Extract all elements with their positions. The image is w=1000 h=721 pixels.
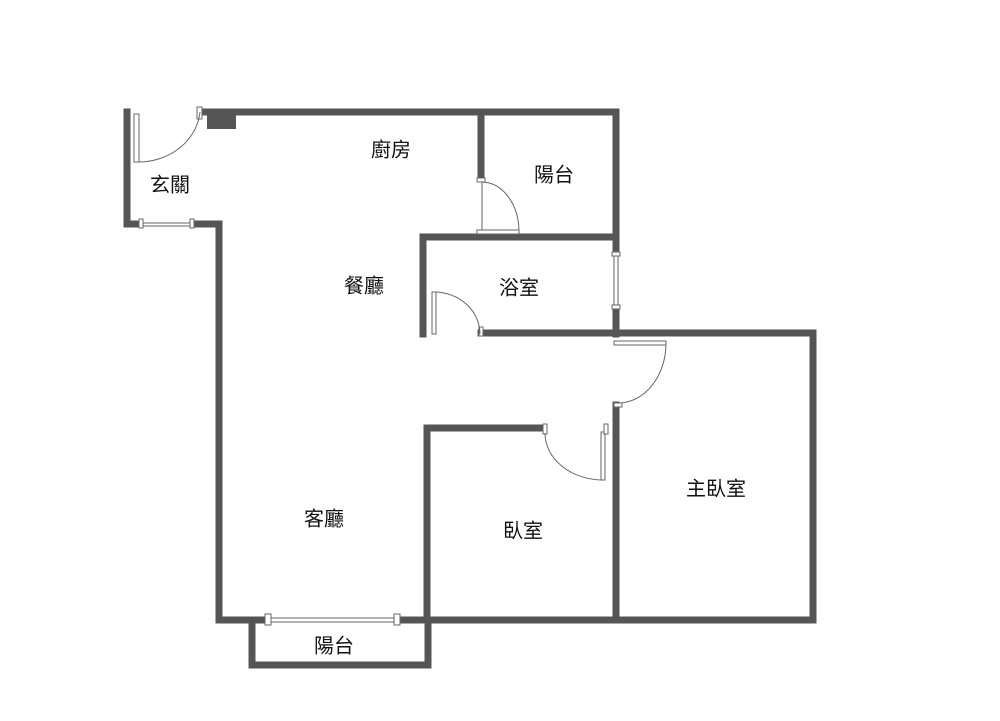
living-window <box>264 613 401 626</box>
room-label-dining: 餐廳 <box>344 273 384 298</box>
room-label-master-bedroom: 主臥室 <box>686 476 746 501</box>
bathroom-window <box>611 250 621 310</box>
entry-window <box>138 218 195 229</box>
room-label-kitchen: 廚房 <box>371 137 411 162</box>
column <box>207 112 236 129</box>
room-label-bathroom: 浴室 <box>499 275 539 300</box>
room-label-balcony-bottom: 陽台 <box>314 633 354 658</box>
room-label-living: 客廳 <box>304 506 344 531</box>
bedroom-door[interactable] <box>542 423 609 481</box>
room-label-entry: 玄關 <box>150 172 190 197</box>
room-label-balcony-top: 陽台 <box>534 162 574 187</box>
master-bedroom-door[interactable] <box>613 340 667 408</box>
room-label-bedroom: 臥室 <box>503 518 543 543</box>
entry-door[interactable] <box>133 106 203 163</box>
walls <box>123 108 817 669</box>
bathroom-door[interactable] <box>431 291 484 337</box>
balcony-door[interactable] <box>476 177 520 235</box>
